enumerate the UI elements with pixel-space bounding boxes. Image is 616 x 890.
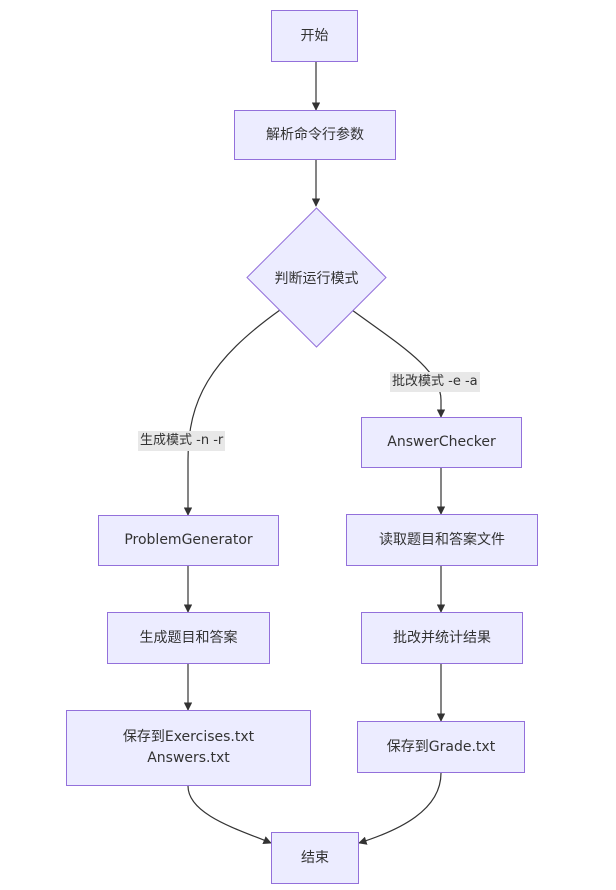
decide-mode-node: 判断运行模式 bbox=[246, 207, 387, 348]
grade-mode-edge-label: 批改模式 -e -a bbox=[390, 372, 480, 392]
end-node: 结束 bbox=[271, 832, 359, 884]
parse-args-label: 解析命令行参数 bbox=[266, 126, 364, 143]
edge-decide-to-answerchecker bbox=[351, 309, 446, 418]
start-node: 开始 bbox=[271, 10, 358, 62]
grade-stats-label: 批改并统计结果 bbox=[393, 629, 491, 646]
generate-problems-node: 生成题目和答案 bbox=[107, 612, 270, 664]
read-files-label: 读取题目和答案文件 bbox=[379, 531, 505, 548]
edge-save-grade-to-end bbox=[358, 772, 442, 845]
save-exercises-label: 保存到Exercises.txt Answers.txt bbox=[122, 729, 255, 766]
save-grade-label: 保存到Grade.txt bbox=[386, 738, 496, 755]
save-grade-node: 保存到Grade.txt bbox=[357, 721, 525, 773]
start-label: 开始 bbox=[300, 27, 329, 44]
answer-checker-node: AnswerChecker bbox=[361, 417, 522, 468]
generate-problems-label: 生成题目和答案 bbox=[139, 629, 238, 646]
grade-stats-node: 批改并统计结果 bbox=[361, 612, 523, 664]
edge-save-exercises-to-end bbox=[187, 785, 272, 844]
read-files-node: 读取题目和答案文件 bbox=[346, 514, 538, 566]
parse-args-node: 解析命令行参数 bbox=[234, 110, 396, 160]
answer-checker-label: AnswerChecker bbox=[387, 434, 496, 450]
decide-mode-label: 判断运行模式 bbox=[274, 270, 359, 287]
problem-generator-label: ProblemGenerator bbox=[124, 532, 253, 548]
end-label: 结束 bbox=[301, 849, 329, 866]
decision-diamond bbox=[246, 207, 387, 348]
generate-mode-edge-label: 生成模式 -n -r bbox=[138, 431, 226, 451]
save-exercises-node: 保存到Exercises.txt Answers.txt bbox=[66, 710, 311, 786]
problem-generator-node: ProblemGenerator bbox=[98, 515, 279, 566]
